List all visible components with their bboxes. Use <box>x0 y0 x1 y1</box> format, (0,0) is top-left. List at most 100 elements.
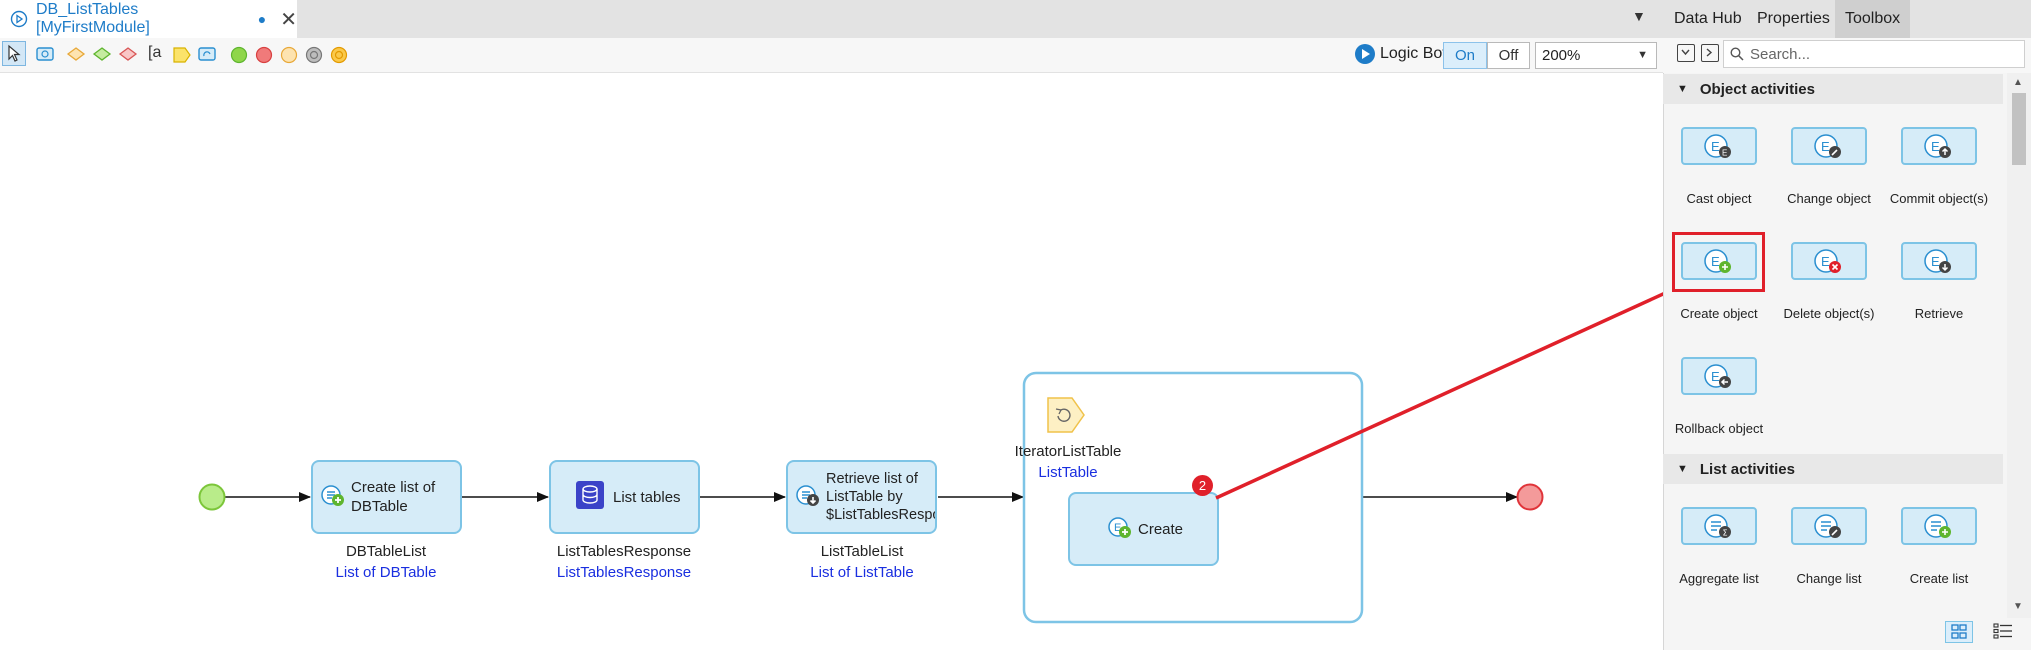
scrollbar-thumb[interactable] <box>2012 93 2026 165</box>
output-variable-type: List of ListTable <box>810 564 914 581</box>
break-event-tool-icon[interactable] <box>330 46 348 68</box>
activity-label: Retrieve list of ListTable by $ListTable… <box>826 471 935 523</box>
document-tab[interactable]: DB_ListTables [MyFirstModule] ● ✕ <box>0 0 297 38</box>
retrieve-icon: E <box>1924 249 1951 273</box>
list-view-button[interactable] <box>1990 621 2018 643</box>
create-object-activity[interactable]: E Create <box>1068 492 1219 566</box>
search-icon <box>1730 47 1744 65</box>
iterator-icon[interactable] <box>1046 396 1086 438</box>
tool-label: Retrieve <box>1914 306 1964 321</box>
end-event[interactable] <box>1516 483 1544 511</box>
activity-output: ListTableList List of ListTable <box>772 541 952 583</box>
svg-text:E: E <box>1722 149 1727 158</box>
activity-tool-icon[interactable] <box>36 46 54 66</box>
create-object-icon: E <box>1704 249 1731 273</box>
parameter-tool-icon[interactable] <box>172 46 192 68</box>
create-list-activity[interactable]: Create list of DBTable <box>311 460 462 534</box>
logic-bot-control: Logic Bot <box>1355 44 1447 64</box>
tab-properties[interactable]: Properties <box>1757 10 1830 27</box>
editor-toolbar: [a Logic Bot On Off 200% ▼ <box>0 38 1663 73</box>
microflow-canvas[interactable]: Create list of DBTable DBTableList List … <box>0 73 1663 650</box>
scroll-up-icon[interactable]: ▲ <box>2013 77 2023 88</box>
microflow-icon <box>10 10 28 28</box>
activity-output: ListTablesResponse ListTablesResponse <box>534 541 714 583</box>
logic-bot-on-button[interactable]: On <box>1443 42 1487 69</box>
tool-rollback-object[interactable]: E <box>1681 357 1757 395</box>
svg-text:E: E <box>1114 522 1121 534</box>
activity-label: Create <box>1138 520 1184 538</box>
output-variable-type: ListTablesResponse <box>556 564 692 581</box>
svg-text:E: E <box>1931 139 1940 154</box>
close-tab-button[interactable]: ✕ <box>280 8 297 31</box>
toolbox-search[interactable] <box>1723 40 2025 68</box>
output-variable-type: List of DBTable <box>335 564 437 581</box>
tool-commit-object[interactable]: E <box>1901 127 1977 165</box>
loop-tool-icon[interactable] <box>198 46 216 66</box>
retrieve-list-activity[interactable]: Retrieve list of ListTable by $ListTable… <box>786 460 937 534</box>
iterator-type: ListTable <box>1038 464 1098 481</box>
tab-toolbox[interactable]: Toolbox <box>1835 0 1911 38</box>
merge-tool-icon[interactable] <box>118 46 138 66</box>
grid-view-button[interactable] <box>1945 621 1973 643</box>
highlight-box <box>1672 232 1765 292</box>
tool-create-list[interactable] <box>1901 507 1977 545</box>
annotation-tool-icon[interactable]: [a <box>148 44 162 61</box>
object-type-decision-tool-icon[interactable] <box>92 46 112 66</box>
svg-text:Σ: Σ <box>1723 529 1728 538</box>
tool-label: Change object <box>1787 191 1871 206</box>
tab-data-hub[interactable]: Data Hub <box>1674 10 1742 27</box>
tool-label: Delete object(s) <box>1783 306 1875 321</box>
output-variable-name: ListTableList <box>820 543 904 560</box>
svg-text:E: E <box>1931 254 1940 269</box>
end-event-tool-icon[interactable] <box>255 46 273 68</box>
zoom-value: 200% <box>1542 47 1581 64</box>
tool-change-object[interactable]: E <box>1791 127 1867 165</box>
logic-bot-label: Logic Bot <box>1380 45 1447 62</box>
tool-create-object[interactable]: E <box>1681 242 1757 280</box>
change-object-icon: E <box>1814 134 1841 158</box>
scroll-down-icon[interactable]: ▼ <box>2013 601 2023 612</box>
section-list-activities[interactable]: ▼ List activities <box>1663 454 2003 484</box>
tool-retrieve[interactable]: E <box>1901 242 1977 280</box>
svg-text:E: E <box>1821 254 1830 269</box>
start-event[interactable] <box>198 483 226 511</box>
continue-event-tool-icon[interactable] <box>305 46 323 68</box>
chevron-down-icon: ▼ <box>1677 83 1688 95</box>
collapse-all-icon[interactable] <box>1677 44 1695 62</box>
tool-delete-object[interactable]: E <box>1791 242 1867 280</box>
activity-label: List tables <box>613 488 681 506</box>
tab-list-dropdown-icon[interactable]: ▼ <box>1632 8 1646 24</box>
error-event-tool-icon[interactable] <box>280 46 298 68</box>
tool-change-list[interactable] <box>1791 507 1867 545</box>
toolbox-scrollbar[interactable]: ▲ ▼ <box>2007 73 2031 618</box>
activity-output: DBTableList List of DBTable <box>296 541 476 583</box>
svg-text:E: E <box>1711 139 1720 154</box>
create-list-icon <box>321 483 345 512</box>
database-connector-icon <box>575 480 605 515</box>
start-event-tool-icon[interactable] <box>230 46 248 68</box>
error-count-badge[interactable]: 2 <box>1192 475 1213 496</box>
tool-label: Change list <box>1796 571 1862 586</box>
create-object-icon: E <box>1108 515 1132 544</box>
zoom-select[interactable]: 200% ▼ <box>1535 42 1657 69</box>
iterator-name: IteratorListTable <box>1014 443 1122 460</box>
decision-tool-icon[interactable] <box>66 46 86 66</box>
grid-view-icon <box>1951 624 1967 639</box>
section-object-activities[interactable]: ▼ Object activities <box>1663 74 2003 104</box>
list-view-icon <box>1993 623 2012 639</box>
logic-bot-icon <box>1355 44 1375 64</box>
section-title: Object activities <box>1699 80 1815 98</box>
rollback-object-icon: E <box>1704 364 1731 388</box>
logic-bot-off-button[interactable]: Off <box>1487 42 1530 69</box>
commit-object-icon: E <box>1924 134 1951 158</box>
expand-all-icon[interactable] <box>1701 44 1719 62</box>
activity-label: Create list of DBTable <box>351 479 436 515</box>
list-tables-activity[interactable]: List tables <box>549 460 700 534</box>
document-tab-title: DB_ListTables [MyFirstModule] <box>36 1 150 36</box>
tool-aggregate-list[interactable]: Σ <box>1681 507 1757 545</box>
search-input[interactable] <box>1750 44 2020 64</box>
tab-bar: DB_ListTables [MyFirstModule] ● ✕ ▼ Data… <box>0 0 2031 38</box>
pointer-tool-icon[interactable] <box>2 41 26 66</box>
